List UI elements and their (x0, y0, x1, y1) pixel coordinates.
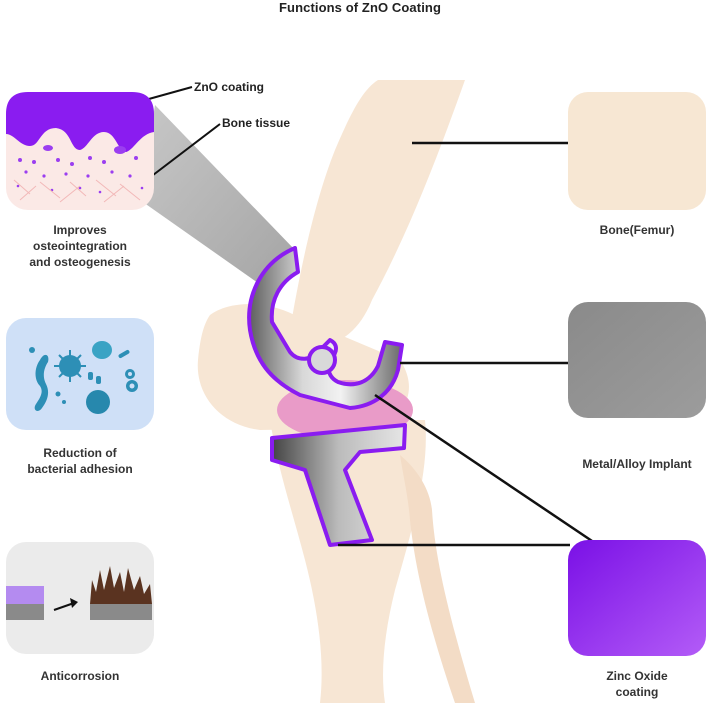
label-osteointegration-line3: and osteogenesis (29, 255, 131, 269)
magnifier-cone (140, 105, 295, 290)
callout-bone-tissue: Bone tissue (222, 116, 291, 130)
label-bacterial-line2: bacterial adhesion (27, 462, 133, 476)
femur-bone (290, 80, 465, 345)
fibula-bone (400, 455, 475, 703)
panel-anticorrosion (6, 542, 154, 654)
callout-zno-coating: ZnO coating (194, 80, 264, 94)
label-osteointegration: Improves osteointegration and osteogenes… (6, 222, 154, 270)
leader-line-zno-a (374, 393, 596, 545)
panel-bacteria (6, 318, 154, 430)
label-anticorrosion-line1: Anticorrosion (40, 669, 120, 683)
swatch-bone (568, 92, 706, 210)
label-zinc-oxide-line1: Zinc Oxide (606, 669, 668, 683)
label-osteointegration-line2: osteointegration (32, 239, 127, 253)
label-zinc-oxide: Zinc Oxide coating (568, 668, 706, 700)
label-bacterial-adhesion: Reduction of bacterial adhesion (6, 445, 154, 477)
label-anticorrosion: Anticorrosion (6, 668, 154, 684)
tibia-bone (270, 420, 426, 703)
label-metal-implant: Metal/Alloy Implant (556, 456, 718, 472)
tibial-tray (270, 423, 407, 547)
panel-osteointegration (6, 92, 154, 210)
label-metal-implant-line1: Metal/Alloy Implant (582, 457, 692, 471)
femoral-implant (247, 246, 404, 410)
diagram-title: Functions of ZnO Coating (279, 0, 441, 15)
label-zinc-oxide-line2: coating (615, 685, 659, 699)
swatch-metal (568, 302, 706, 418)
implant-knob (307, 345, 337, 375)
label-bacterial-line1: Reduction of (43, 446, 117, 460)
swatch-zno (568, 540, 706, 656)
label-bone-femur: Bone(Femur) (568, 222, 706, 238)
label-osteointegration-line1: Improves (53, 223, 107, 237)
label-bone-femur-line1: Bone(Femur) (599, 223, 675, 237)
